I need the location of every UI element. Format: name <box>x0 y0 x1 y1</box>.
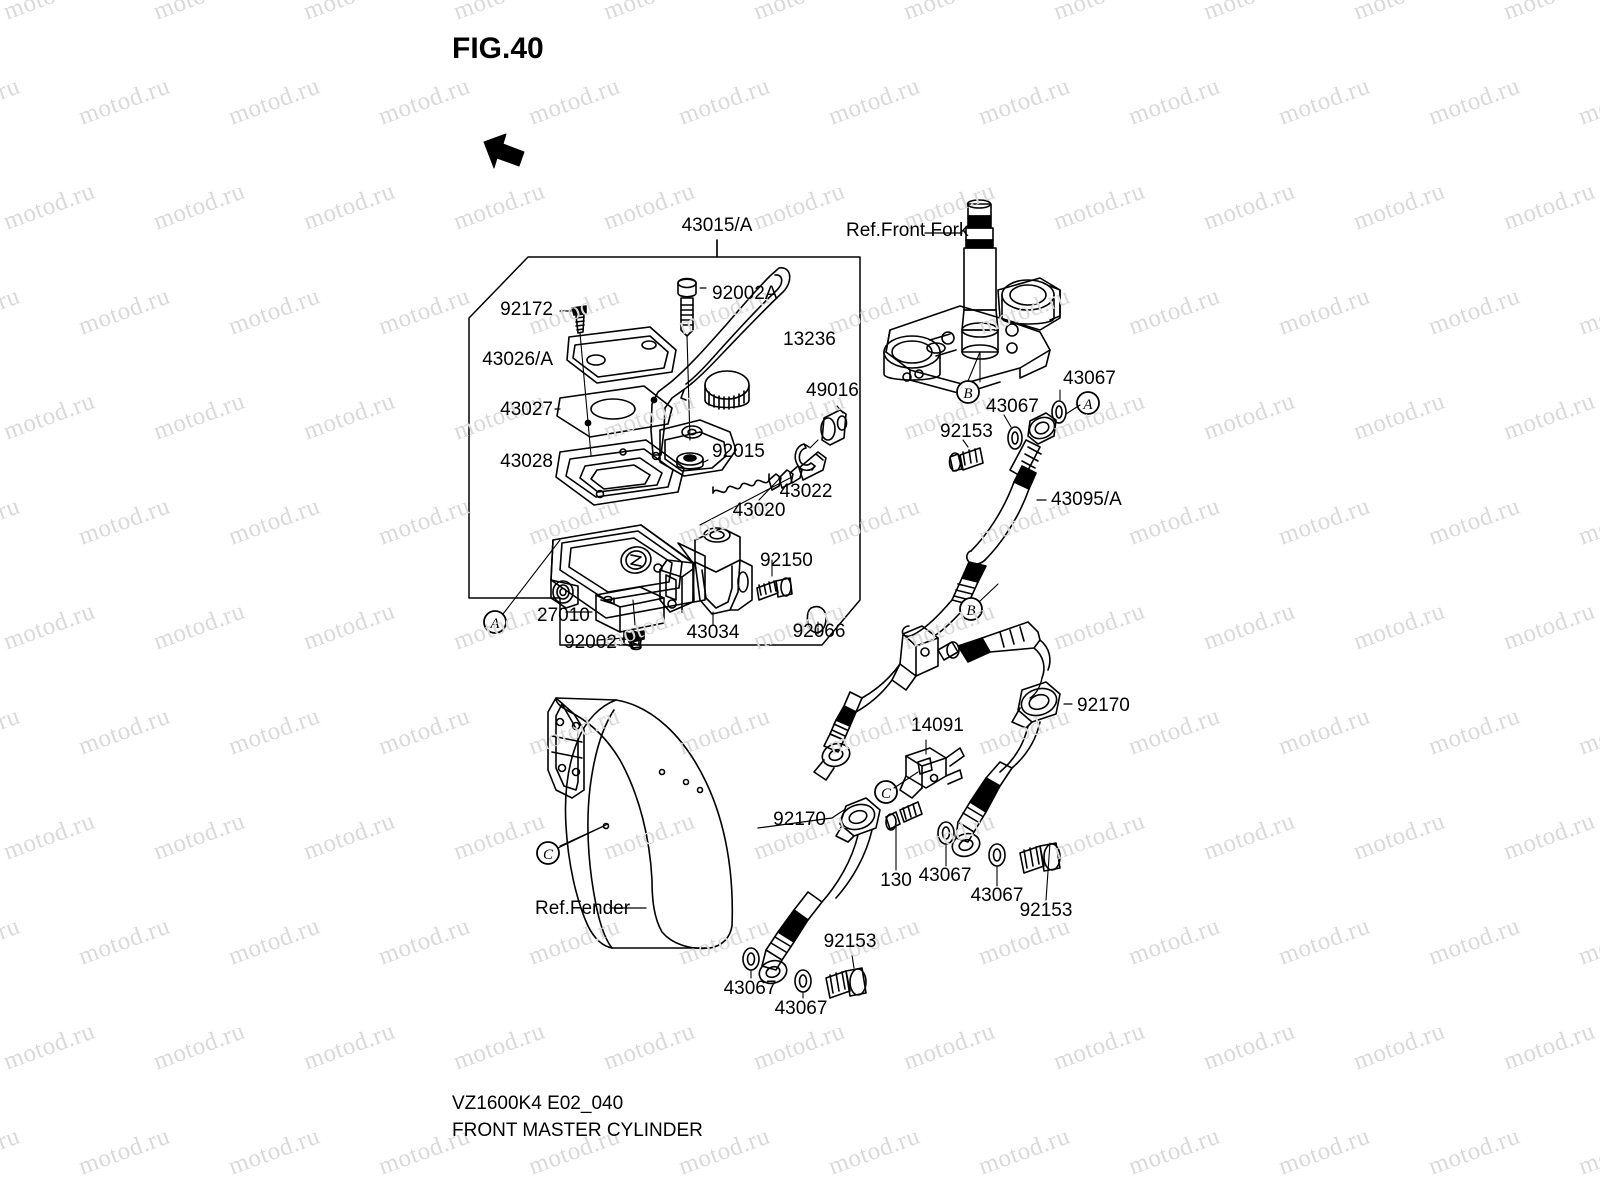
svg-text:A: A <box>1082 397 1093 413</box>
page-title: FIG.40 <box>452 32 544 65</box>
part-label: 92002 <box>564 632 617 653</box>
svg-text:C: C <box>881 786 892 802</box>
part-label: 13236 <box>783 329 836 350</box>
model-code: VZ1600K4 E02_040 <box>452 1093 624 1114</box>
part-label: 43067 <box>1063 368 1116 389</box>
part-label: 27010 <box>537 605 590 626</box>
svg-text:C: C <box>543 847 554 863</box>
nut-92015-part <box>676 452 704 470</box>
part-label: 43020 <box>732 500 786 521</box>
footer-block: VZ1600K4 E02_040 FRONT MASTER CYLINDER <box>452 1090 703 1144</box>
section-name: FRONT MASTER CYLINDER <box>452 1120 703 1141</box>
svg-text:A: A <box>489 616 500 632</box>
svg-text:B: B <box>966 603 975 619</box>
screw-130-part <box>885 801 923 831</box>
banjo-bolt-92153-lower-left <box>825 967 867 999</box>
hose-clamp-14091-part <box>899 747 965 799</box>
cap-92066-part <box>806 605 827 634</box>
washer-43067-ll-b <box>794 969 812 993</box>
part-label: 92153 <box>823 931 877 952</box>
front-fork-triple-clamp <box>883 199 1061 395</box>
banjo-bolt-92153-lower-right <box>1019 842 1061 874</box>
screw-92172-part <box>571 305 587 334</box>
brake-hose-lower-right <box>951 721 1041 858</box>
brake-hose-right-branch <box>957 621 1061 729</box>
master-cylinder-body <box>550 524 706 619</box>
screw-92002-part <box>626 630 645 651</box>
part-label: 92150 <box>760 550 813 571</box>
part-label: 43067 <box>986 396 1039 417</box>
part-label: 92153 <box>1019 900 1073 921</box>
circle-marker-letters: A A B B C C <box>489 386 1093 863</box>
part-label: 43034 <box>686 622 740 643</box>
circlip-43022-part <box>794 443 816 472</box>
banjo-bolt-92153-upper-part <box>948 447 984 472</box>
part-label: 43026/A <box>482 349 553 370</box>
part-label: 43022 <box>779 481 833 502</box>
svg-text:B: B <box>963 386 972 402</box>
washer-43067-upper-a <box>1007 426 1023 450</box>
part-label: 43067 <box>723 978 777 999</box>
pivot-bolt-92002A-part <box>677 277 697 337</box>
part-label: 92002A <box>712 283 778 304</box>
part-label: 43027 <box>500 399 553 420</box>
part-label: 43067 <box>918 865 972 886</box>
washer-43067-ll-a <box>742 947 760 971</box>
part-label: 43067 <box>774 998 828 1019</box>
front-fender-part <box>547 697 734 950</box>
part-label: 92170 <box>773 809 826 830</box>
brake-hose-left-branch <box>813 663 901 781</box>
part-label: 92170 <box>1077 695 1130 716</box>
part-label: 43028 <box>500 451 553 472</box>
reservoir-plate-43028-part <box>555 439 685 506</box>
piston-assembly-43020-part <box>712 451 827 494</box>
part-label: 43067 <box>970 885 1024 906</box>
part-label: 130 <box>880 870 912 891</box>
part-label: 43095/A <box>1051 489 1122 510</box>
part-label: 92172 <box>500 299 553 320</box>
hose-eye-92170-left <box>835 797 881 843</box>
lever-holder-43034-part <box>694 527 753 615</box>
part-label: Ref.Fender <box>535 898 631 919</box>
brake-hose-lower-left <box>758 891 823 985</box>
screw-92150-part <box>756 577 793 601</box>
part-label: 92153 <box>940 421 993 442</box>
part-label: 92015 <box>712 441 765 462</box>
washer-43067-upper-b <box>1051 400 1067 424</box>
part-label: 92066 <box>792 621 846 642</box>
part-label: 49016 <box>806 380 859 401</box>
brake-lever-13236-part <box>650 267 791 477</box>
part-label: 43015/A <box>681 215 753 236</box>
washer-43067-lr-a <box>937 821 955 845</box>
washer-43067-lr-b <box>988 843 1006 867</box>
part-label: Ref.Front Fork <box>846 220 969 241</box>
reservoir-cap-part <box>566 326 677 384</box>
part-label: 14091 <box>911 715 964 736</box>
